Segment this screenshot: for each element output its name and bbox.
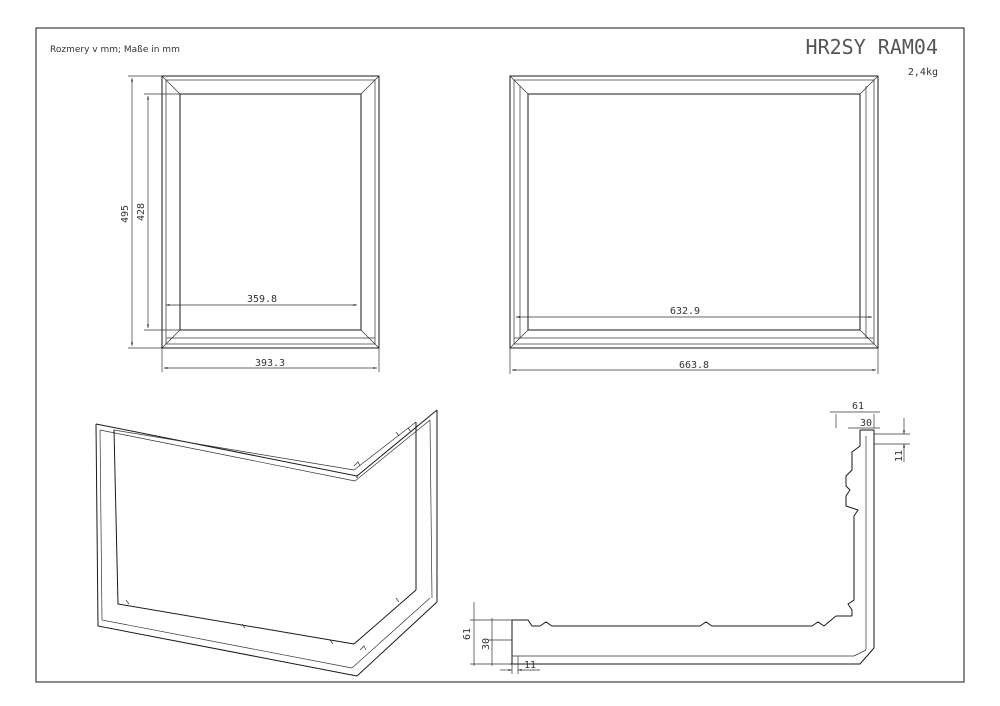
front-width-outer-label: 393.3 [255, 358, 285, 369]
detail-top-dim-11: 11 [894, 450, 905, 462]
weight-label: 2,4kg [908, 67, 938, 78]
side-width-outer-label: 663.8 [679, 360, 709, 371]
drawing-title: HR2SY RAM04 [806, 35, 938, 59]
front-width-inner-label: 359.8 [247, 294, 277, 305]
detail-bottom-dim-61: 61 [462, 628, 473, 640]
front-outer-frame [161, 75, 380, 349]
detail-top-dim-30: 30 [860, 418, 872, 429]
detail-bottom-dim-30: 30 [481, 638, 492, 650]
detail-bottom-dim-11: 11 [524, 660, 536, 671]
side-outer-frame [509, 75, 879, 349]
side-inner-opening [527, 93, 861, 331]
side-view: 632.9 663.8 [509, 75, 879, 374]
front-height-inner-label: 428 [136, 203, 147, 221]
section-detail: 61 30 11 61 30 11 [462, 401, 910, 674]
front-view: 495 428 359.8 393.3 [120, 75, 380, 372]
units-note: Rozmery v mm; Maße in mm [50, 45, 180, 55]
front-height-outer-label: 495 [120, 205, 131, 223]
front-inner-opening [179, 93, 362, 331]
side-width-inner-label: 632.9 [670, 306, 700, 317]
isometric-view [95, 409, 438, 677]
sheet-border [35, 27, 965, 683]
detail-top-dim-61: 61 [852, 401, 864, 412]
